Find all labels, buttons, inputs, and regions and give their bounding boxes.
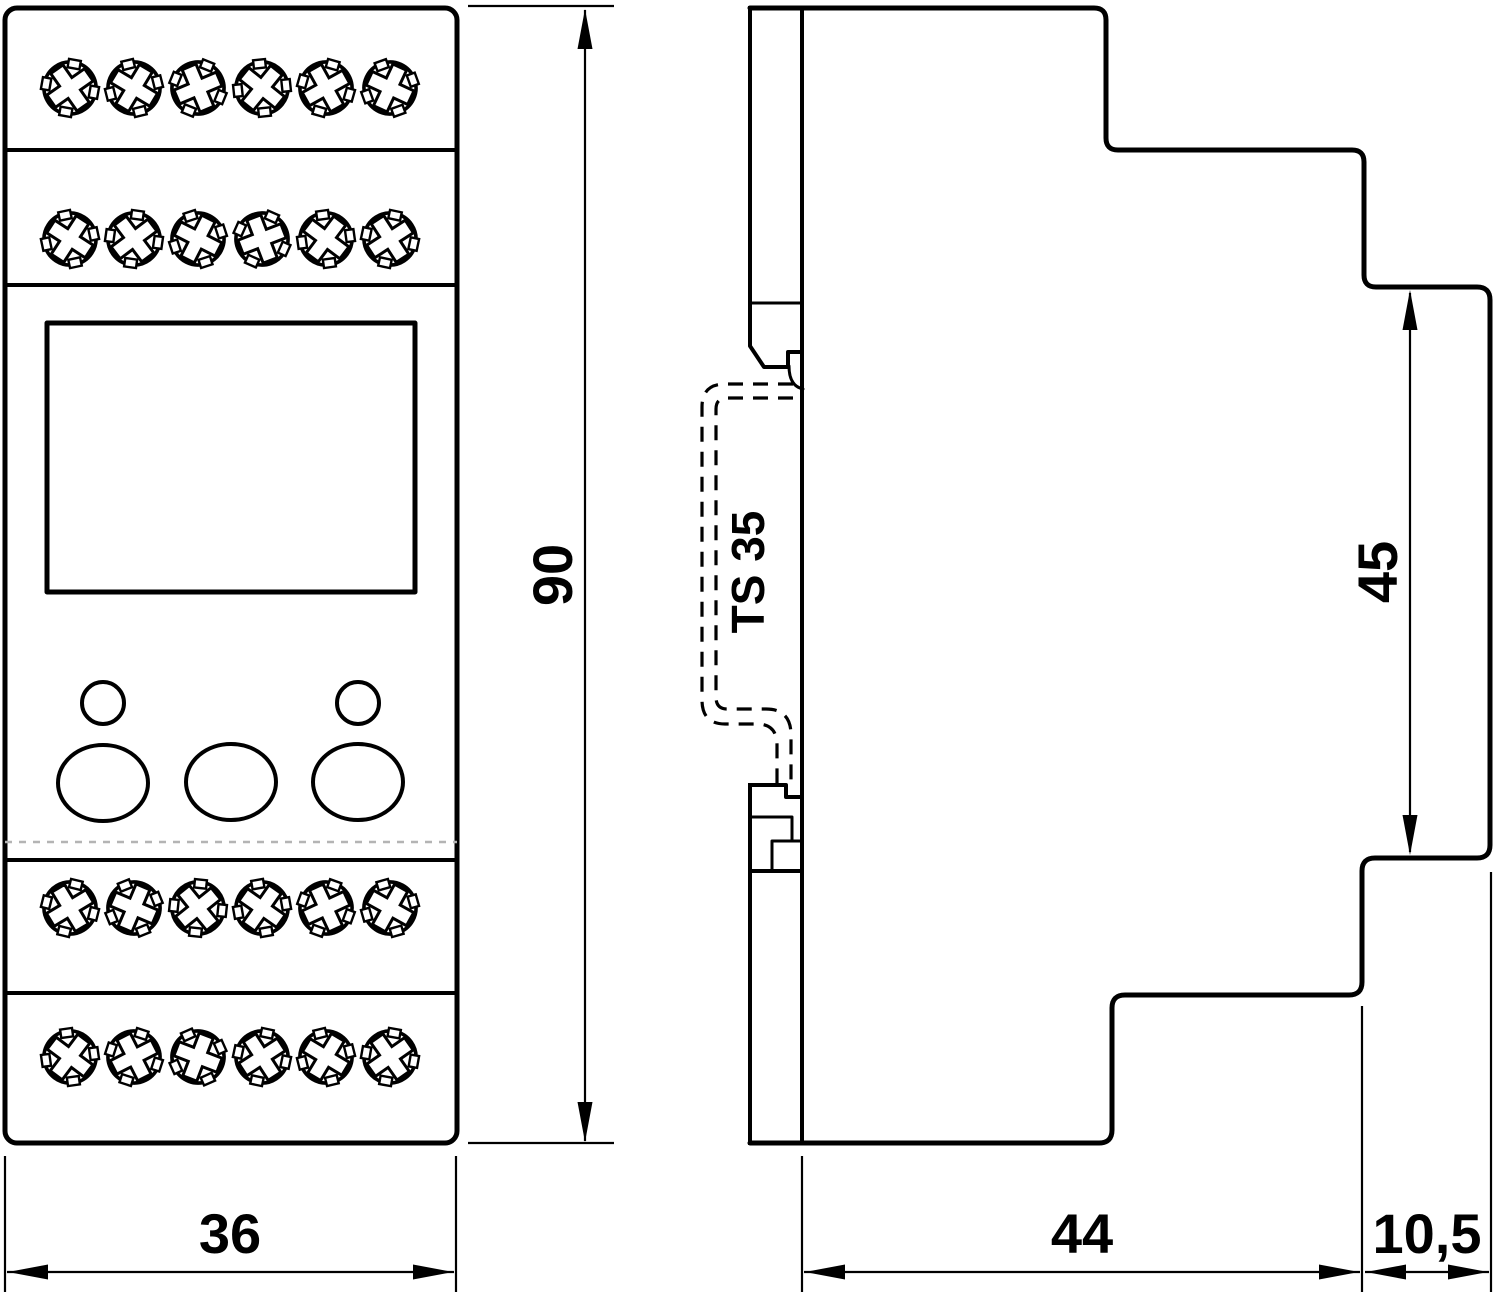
screw-head-icon <box>350 1017 430 1097</box>
screw-head-icon <box>160 870 236 946</box>
rail-clip-bottom <box>748 783 803 1145</box>
terminal-screw-row-top <box>30 43 434 133</box>
control-button-right <box>311 742 405 822</box>
screw-head-icon <box>153 1012 243 1102</box>
screw-head-icon <box>155 196 241 282</box>
arrowhead-left-icon <box>805 1264 845 1280</box>
side-body-outline <box>747 5 1493 1146</box>
screw-head-icon <box>31 1018 109 1096</box>
din-rail-outer-line <box>700 382 793 783</box>
screw-head-icon <box>287 200 365 278</box>
arrowhead-left-icon <box>8 1264 48 1280</box>
screw-head-icon <box>89 863 179 953</box>
terminal-screw-row-third <box>28 863 433 953</box>
screw-head-icon <box>153 43 243 133</box>
arrowhead-right-icon <box>1448 1264 1488 1280</box>
dimension-depth: 44 10,5 <box>800 872 1493 1292</box>
control-button-middle <box>184 742 278 822</box>
arrowhead-up-icon <box>577 9 593 49</box>
din-rail-inner-line <box>714 396 793 783</box>
terminal-screw-row-bottom <box>31 1012 430 1102</box>
screw-head-icon <box>29 198 111 280</box>
depth-body-value: 44 <box>1051 1202 1113 1265</box>
din-rail-dashed-profile <box>700 382 793 783</box>
rail-hook-top <box>748 6 804 369</box>
dimension-front-section-height: 45 <box>1346 290 1418 855</box>
front-section-height-value: 45 <box>1346 541 1409 603</box>
arrowhead-down-icon <box>577 1102 593 1142</box>
terminal-screw-row-second <box>29 194 431 284</box>
arrowhead-right-icon <box>413 1264 453 1280</box>
screw-head-icon <box>222 868 302 948</box>
dimension-width: 36 <box>3 1156 458 1292</box>
display-window <box>44 320 418 595</box>
led-indicator-right <box>335 680 381 726</box>
arrowhead-right-icon <box>1319 1264 1359 1280</box>
screw-head-icon <box>284 1015 368 1099</box>
rail-clip-top-edge <box>748 783 803 799</box>
rail-clip-inner-step <box>748 815 794 843</box>
front-view <box>2 5 460 1146</box>
screw-head-icon <box>346 44 434 132</box>
screw-head-icon <box>224 50 300 126</box>
screw-head-icon <box>283 45 369 131</box>
led-indicator-left <box>80 680 126 726</box>
screw-head-icon <box>221 1016 303 1098</box>
arrowhead-down-icon <box>1402 815 1418 855</box>
rail-hook-curve <box>787 364 805 391</box>
arrowhead-up-icon <box>1402 290 1418 330</box>
screw-head-icon <box>347 865 433 951</box>
side-view: TS 35 <box>700 5 1493 1146</box>
screw-head-icon <box>217 194 307 284</box>
screw-head-icon <box>92 46 176 130</box>
front-body-outline <box>2 5 460 1146</box>
depth-front-value: 10,5 <box>1373 1202 1482 1265</box>
width-value: 36 <box>199 1202 261 1265</box>
height-value: 90 <box>521 544 584 606</box>
arrowhead-left-icon <box>1366 1264 1406 1280</box>
dimension-height: 90 <box>468 4 614 1145</box>
screw-head-icon <box>28 866 112 950</box>
screw-head-icon <box>349 198 431 280</box>
screw-head-icon <box>282 864 370 952</box>
screw-head-icon <box>30 48 110 128</box>
screw-head-icon <box>95 200 173 278</box>
rail-clip-inner-latch <box>770 839 803 873</box>
din-rail-standard-label: TS 35 <box>722 511 774 634</box>
control-button-left <box>56 743 150 823</box>
screw-head-icon <box>91 1014 177 1100</box>
